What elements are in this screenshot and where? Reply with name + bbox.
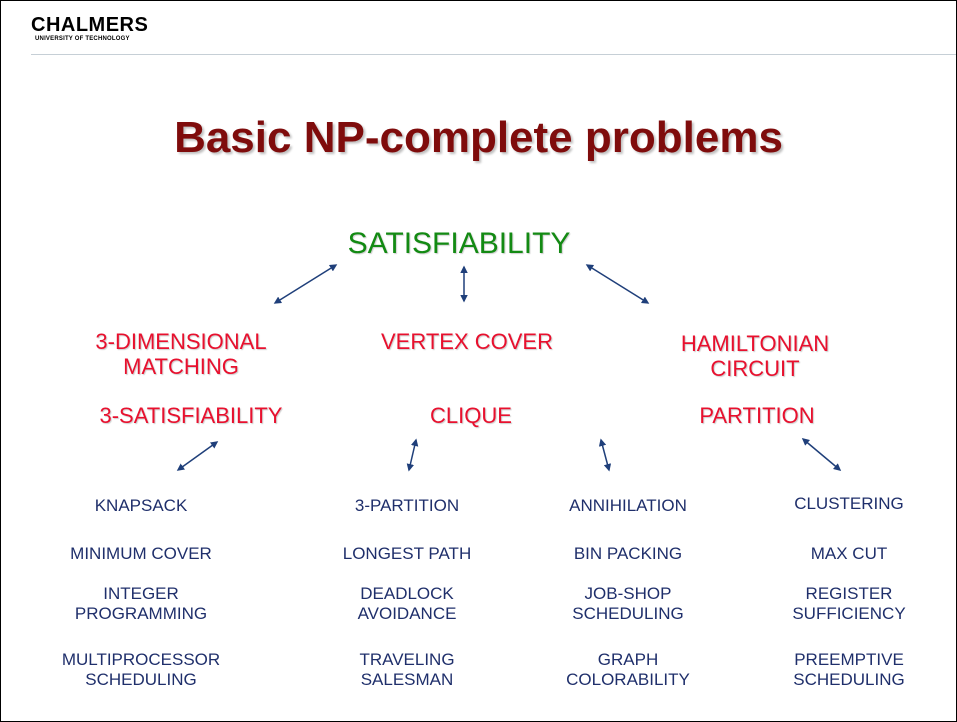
node-minimum-cover: MINIMUM COVER: [70, 544, 212, 563]
node-da-line1: DEADLOCK: [360, 584, 454, 603]
node-bin-packing: BIN PACKING: [573, 544, 683, 563]
node-3dm-line2: MATCHING: [123, 354, 239, 379]
arrow-sat-to-3dm: [273, 264, 338, 304]
node-3-partition: 3-PARTITION: [354, 496, 460, 515]
node-vertex-cover: VERTEX COVER: [381, 329, 553, 354]
node-hamiltonian-circuit: HAMILTONIAN CIRCUIT: [635, 331, 875, 381]
node-traveling-salesman: TRAVELING SALESMAN: [307, 650, 507, 690]
node-multiprocessor-scheduling: MULTIPROCESSOR SCHEDULING: [41, 650, 241, 690]
node-ip-line2: PROGRAMMING: [74, 604, 208, 623]
node-job-shop-scheduling: JOB-SHOP SCHEDULING: [528, 584, 728, 624]
node-ps-line2: SCHEDULING: [793, 670, 905, 689]
node-js-line1: JOB-SHOP: [584, 584, 672, 603]
node-hc-line2: CIRCUIT: [710, 356, 800, 381]
header-divider: [31, 54, 956, 55]
node-js-line2: SCHEDULING: [572, 604, 684, 623]
node-ps-line1: PREEMPTIVE: [794, 650, 904, 669]
arrow-3sat-to-col1: [176, 441, 219, 471]
node-gc-line1: GRAPH: [597, 650, 659, 669]
node-clique: CLIQUE: [430, 403, 512, 428]
node-ms-line1: MULTIPROCESSOR: [61, 650, 221, 669]
node-ts-line1: TRAVELING: [359, 650, 455, 669]
node-partition: PARTITION: [699, 403, 815, 428]
node-rs-line1: REGISTER: [805, 584, 893, 603]
arrow-clique-to-col2: [406, 438, 419, 472]
logo-subtext: UNIVERSITY OF TECHNOLOGY: [35, 36, 130, 42]
node-preemptive-scheduling: PREEMPTIVE SCHEDULING: [749, 650, 949, 690]
node-deadlock-avoidance: DEADLOCK AVOIDANCE: [307, 584, 507, 624]
node-knapsack: KNAPSACK: [94, 496, 188, 515]
arrow-clique-to-col3: [598, 438, 612, 472]
node-max-cut: MAX CUT: [810, 544, 888, 563]
arrow-partition-to-col4: [801, 438, 842, 471]
node-clustering: CLUSTERING: [794, 494, 904, 513]
node-graph-colorability: GRAPH COLORABILITY: [528, 650, 728, 690]
node-ms-line2: SCHEDULING: [85, 670, 197, 689]
node-ip-line1: INTEGER: [103, 584, 179, 603]
node-hc-line1: HAMILTONIAN: [680, 331, 830, 356]
node-gc-line2: COLORABILITY: [566, 670, 690, 689]
chalmers-logo: CHALMERS UNIVERSITY OF TECHNOLOGY: [31, 15, 148, 42]
node-register-sufficiency: REGISTER SUFFICIENCY: [749, 584, 949, 624]
node-annihilation: ANNIHILATION: [569, 496, 687, 515]
node-3dm-line1: 3-DIMENSIONAL: [95, 329, 267, 354]
node-rs-line2: SUFFICIENCY: [792, 604, 906, 623]
slide-title: Basic NP-complete problems: [174, 113, 783, 162]
node-ts-line2: SALESMAN: [360, 670, 454, 689]
arrow-sat-to-hamiltonian: [585, 264, 650, 304]
node-3-satisfiability: 3-SATISFIABILITY: [99, 403, 283, 428]
logo-text: CHALMERS: [31, 14, 149, 36]
node-longest-path: LONGEST PATH: [342, 544, 472, 563]
node-integer-programming: INTEGER PROGRAMMING: [41, 584, 241, 624]
node-3-dimensional-matching: 3-DIMENSIONAL MATCHING: [61, 329, 301, 379]
node-da-line2: AVOIDANCE: [357, 604, 457, 623]
node-satisfiability: SATISFIABILITY: [347, 227, 571, 260]
